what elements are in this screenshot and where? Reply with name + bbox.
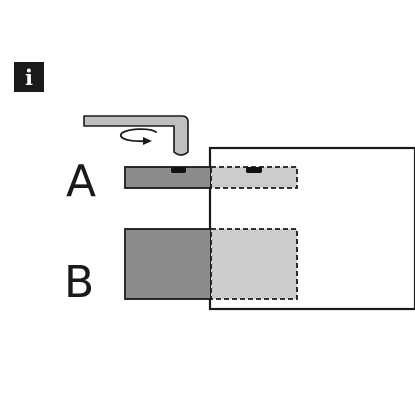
rotate-arrow-icon	[119, 128, 157, 145]
label-b: B	[64, 257, 94, 308]
info-icon: i	[25, 65, 33, 90]
part-b-hidden	[210, 228, 298, 300]
info-badge-background	[14, 62, 44, 92]
part-a-slot-visible	[171, 167, 186, 173]
allen-key-body	[83, 115, 189, 156]
rotate-arrow-path	[119, 128, 157, 143]
part-a-slot-hidden	[246, 167, 262, 173]
info-badge: i	[14, 62, 44, 92]
allen-key-icon	[83, 115, 189, 156]
label-a: A	[66, 156, 96, 207]
part-a-visible	[124, 166, 212, 189]
part-b-visible	[124, 228, 212, 300]
rotate-arrowhead	[143, 137, 152, 145]
